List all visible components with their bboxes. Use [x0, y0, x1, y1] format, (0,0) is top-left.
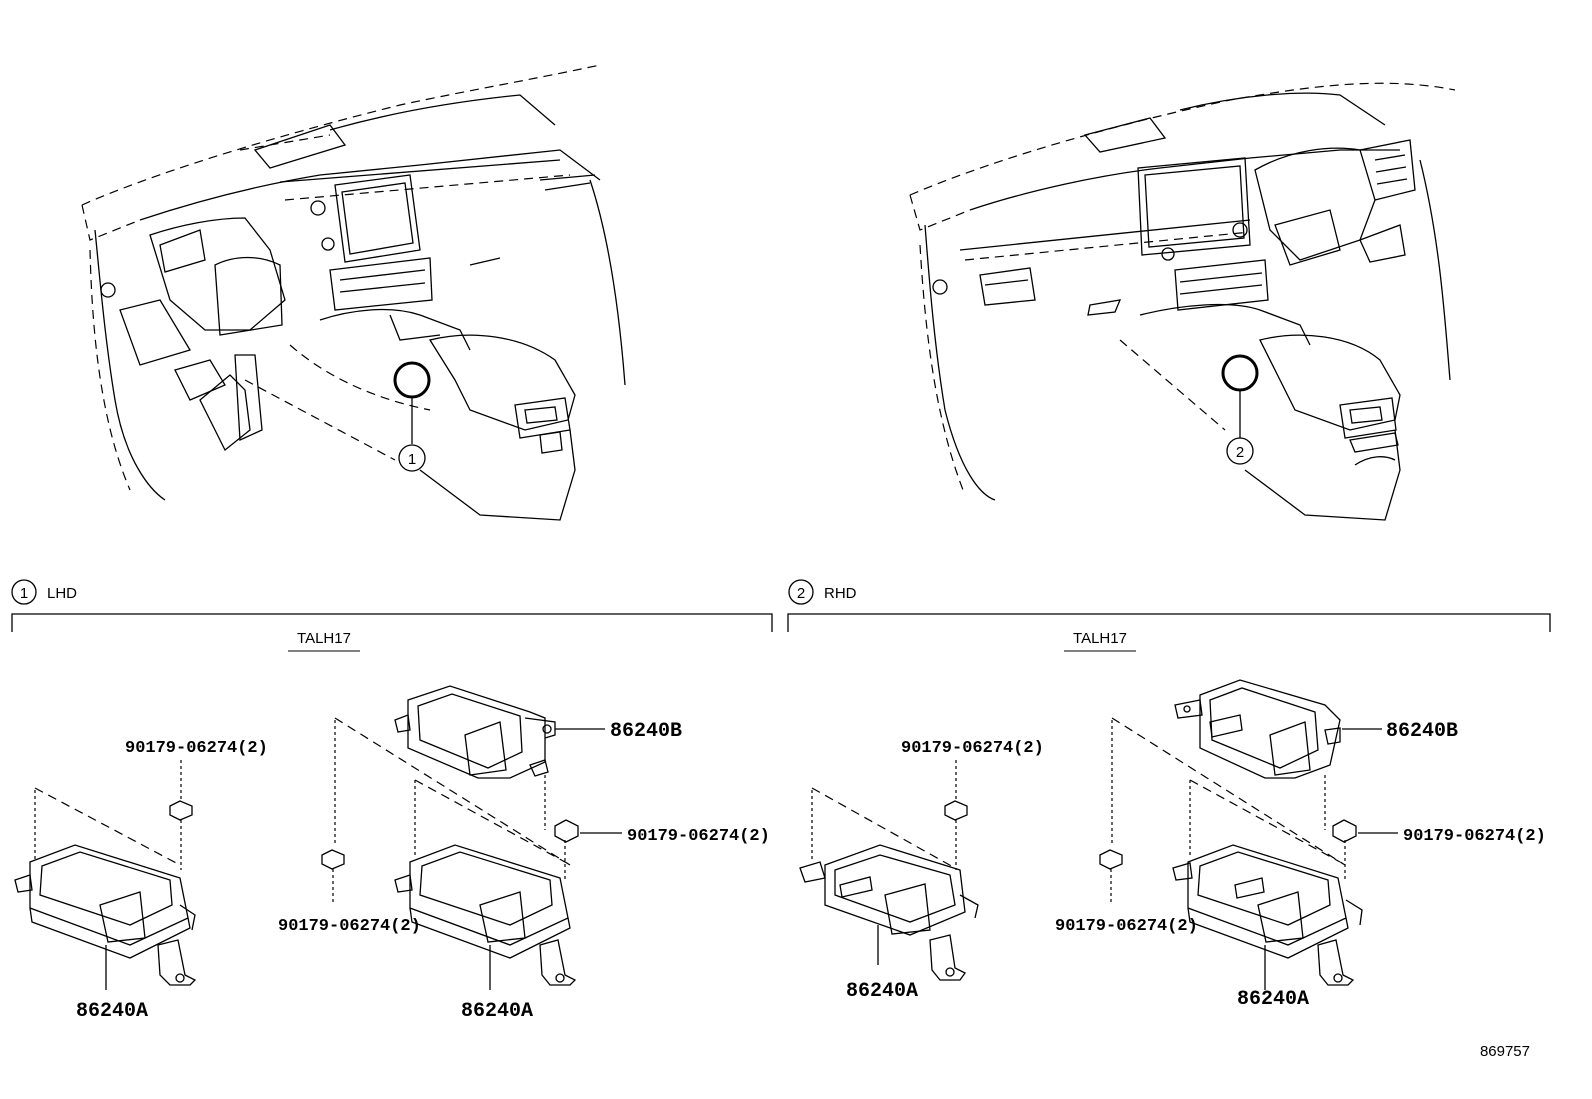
- dashboard-illustration-lhd: [81, 64, 626, 521]
- fastener-label-lhd-left: 90179-06274(2): [125, 739, 268, 758]
- bolt-lhd-right: [554, 819, 579, 843]
- bolt-rhd-mid: [1099, 849, 1123, 905]
- part-label-lhd-left-unit: 86240A: [76, 1000, 148, 1023]
- part-label-rhd-upper-unit: 86240B: [1386, 720, 1458, 743]
- part-label-lhd-lower-unit: 86240A: [461, 1000, 533, 1023]
- part-label-rhd-left-unit: 86240A: [846, 980, 918, 1003]
- bolt-rhd-left: [944, 760, 968, 870]
- part-label-lhd-upper-unit: 86240B: [610, 720, 682, 743]
- callout-2-label: 2: [1236, 444, 1244, 461]
- section-1-drive-side: LHD: [47, 585, 77, 602]
- module-86240b-lhd: [394, 685, 556, 779]
- callout-2-top: 2: [1221, 354, 1259, 465]
- section-1-model-code: TALH17: [297, 630, 351, 647]
- module-86240a-lhd-right: [394, 844, 577, 986]
- section-2-drive-side: RHD: [824, 585, 857, 602]
- bolt-rhd-right: [1332, 819, 1357, 843]
- fastener-label-rhd-right: 90179-06274(2): [1403, 827, 1546, 846]
- module-86240a-rhd-left: [799, 787, 979, 981]
- section-header-rhd: 2 RHD TALH17: [787, 579, 1551, 652]
- part-label-rhd-lower-unit: 86240A: [1237, 988, 1309, 1011]
- section-header-lhd: 1 LHD TALH17: [11, 579, 773, 652]
- bolt-lhd-left: [169, 760, 193, 870]
- fastener-label-rhd-mid: 90179-06274(2): [1055, 917, 1198, 936]
- bolt-lhd-mid: [321, 849, 345, 905]
- fastener-label-rhd-left: 90179-06274(2): [901, 739, 1044, 758]
- fastener-label-lhd-right: 90179-06274(2): [627, 827, 770, 846]
- module-86240a-lhd-left: [14, 787, 197, 986]
- callout-1-top: 1: [393, 361, 431, 472]
- section-2-model-code: TALH17: [1073, 630, 1127, 647]
- callout-1-label: 1: [408, 451, 416, 468]
- module-86240a-rhd-right: [1172, 844, 1363, 986]
- illustration-number: 869757: [1480, 1043, 1530, 1060]
- section-2-number: 2: [797, 585, 805, 602]
- fastener-label-lhd-mid: 90179-06274(2): [278, 917, 421, 936]
- section-1-number: 1: [20, 585, 28, 602]
- module-86240b-rhd: [1174, 679, 1341, 779]
- dashboard-illustration-rhd: [909, 82, 1456, 521]
